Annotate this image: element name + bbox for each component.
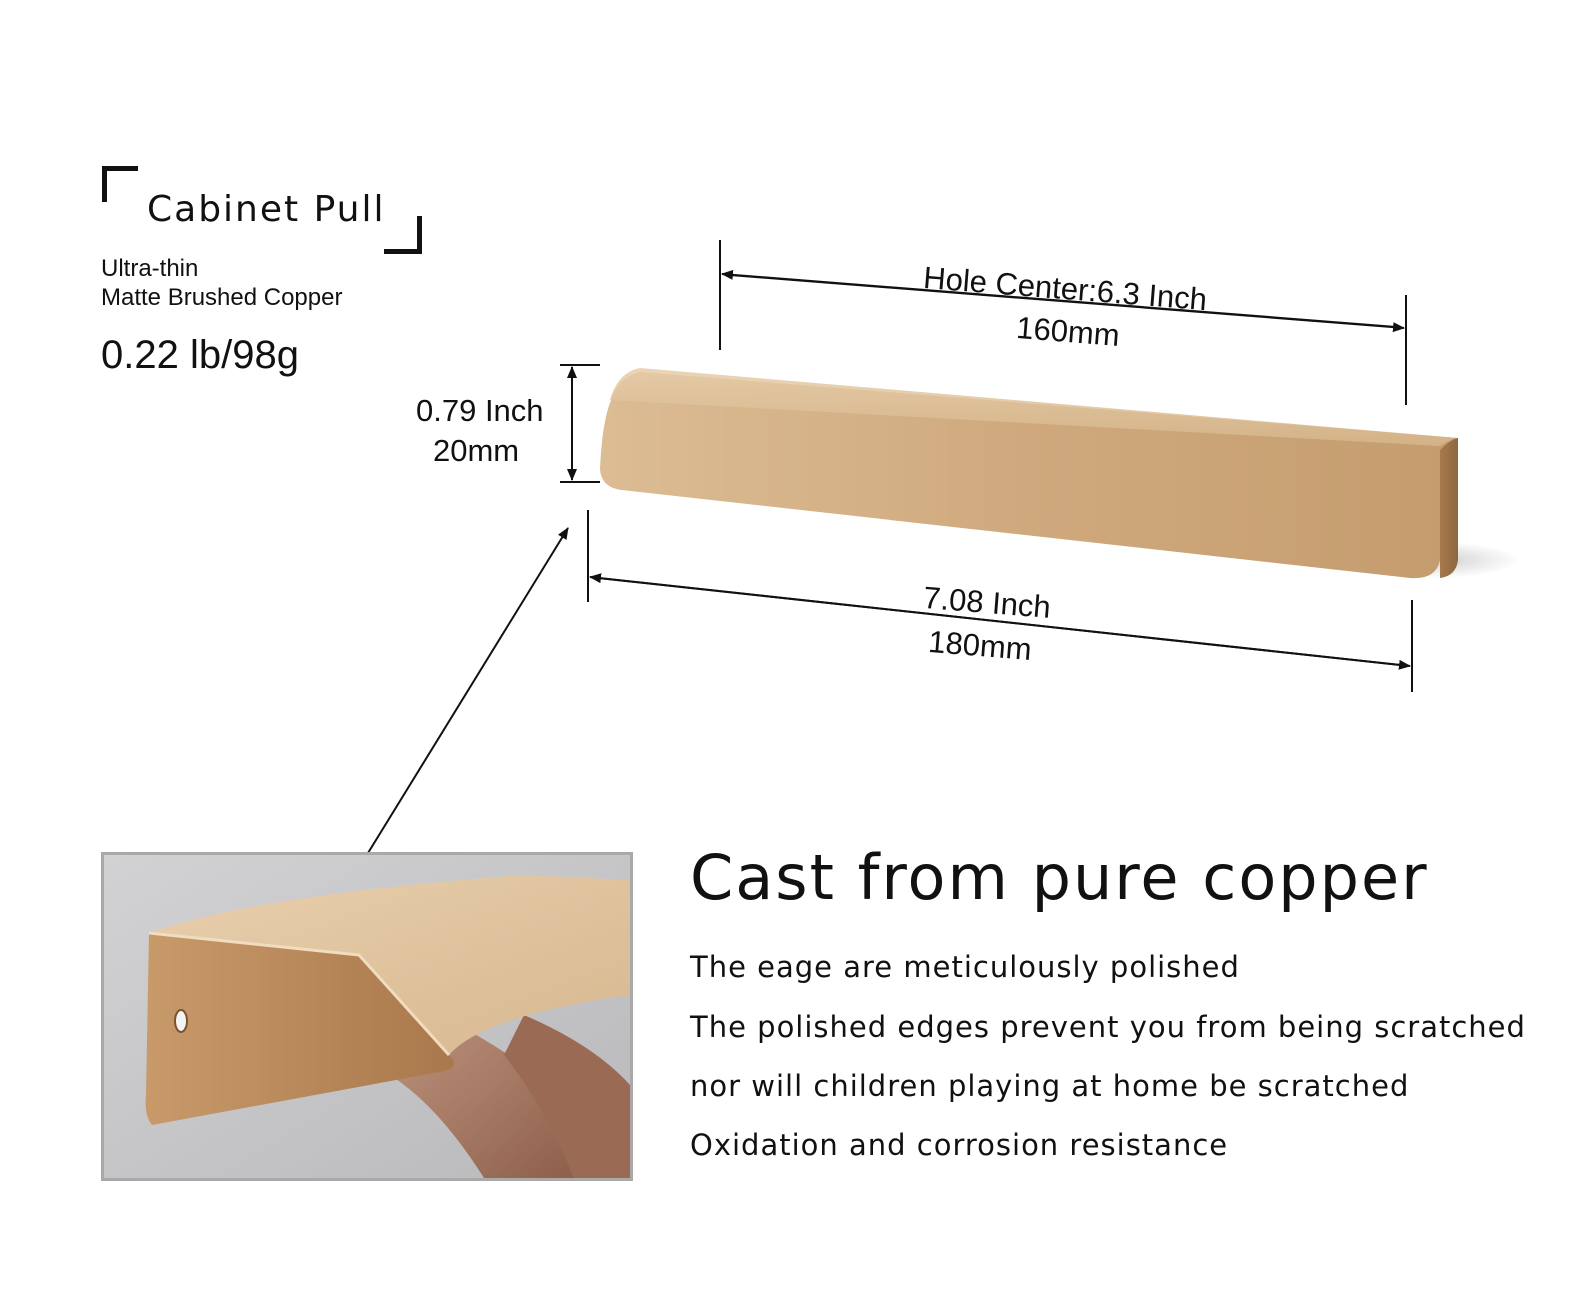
length-mm-label: 180mm [927, 623, 1033, 667]
title-bracket-top-left [102, 166, 138, 202]
height-inch-label: 0.79 Inch [416, 393, 544, 428]
cabinet-pull-illustration [600, 368, 1458, 579]
feature-item: The eage are meticulously polished [690, 950, 1240, 984]
handle-top-edge [610, 368, 1458, 446]
hole-center-arrow-left [721, 269, 1397, 328]
handle-end-face [1440, 438, 1458, 578]
product-weight: 0.22 lb/98g [101, 333, 299, 377]
hole-center-mm-label: 160mm [1015, 309, 1121, 353]
polished-edge-highlight [148, 931, 451, 1057]
feature-item: The polished edges prevent you from bein… [690, 1010, 1526, 1044]
edge-detail-photo [101, 852, 633, 1181]
features-headline: Cast from pure copper [690, 841, 1429, 914]
feature-item: nor will children playing at home be scr… [690, 1069, 1410, 1103]
product-dimension-diagram [362, 240, 1520, 860]
product-title: Cabinet Pull [147, 189, 386, 230]
length-arrow-left [589, 573, 1401, 666]
finger-shape-2 [504, 1015, 630, 1178]
detail-pointer-arrow [362, 527, 569, 860]
handle-top-plate [149, 875, 630, 1055]
edge-detail-illustration [104, 855, 630, 1178]
product-subtitle-2: Matte Brushed Copper [101, 284, 343, 311]
screw-hole [174, 1009, 188, 1033]
title-bracket-bottom-right [384, 216, 422, 254]
handle-side-plate [145, 933, 454, 1125]
feature-item: Oxidation and corrosion resistance [690, 1128, 1229, 1162]
product-subtitle-1: Ultra-thin [101, 255, 199, 282]
height-mm-label: 20mm [433, 433, 520, 468]
